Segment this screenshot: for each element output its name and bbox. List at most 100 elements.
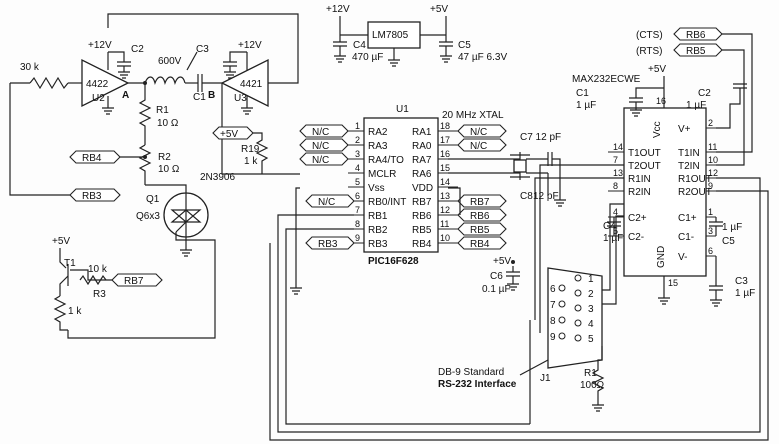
u1-pin-number: 14 [440, 177, 450, 187]
u1-pin-number: 3 [355, 149, 360, 159]
c1b-label: C1 [576, 88, 589, 99]
flag-rb3-pin9-text: RB3 [318, 239, 338, 250]
u1-pin-number: 16 [440, 149, 450, 159]
db9-pin-number: 4 [588, 319, 594, 330]
u1-pin-number: 18 [440, 121, 450, 131]
ground-regulator [388, 48, 400, 67]
t1-label: T1 [64, 258, 76, 269]
t1-emitter-wire [59, 248, 67, 269]
db9-pin-hole [574, 289, 582, 297]
max232-pin-number: 9 [708, 181, 713, 191]
capacitor-c4b [607, 217, 621, 236]
capacitor-c3b [709, 256, 723, 307]
u1-pin-name: RA0 [412, 141, 432, 152]
c3b-label: C3 [735, 276, 748, 287]
capacitor-c5b [709, 217, 723, 236]
db9-pin-hole [574, 274, 582, 282]
t1-supply: +5V [52, 236, 70, 247]
db9-pin-hole [558, 300, 566, 308]
q1-top-wire [145, 184, 187, 193]
max232-pin15: 15 [668, 278, 678, 288]
max232-pin-name: C1+ [678, 213, 697, 224]
r1out-wire [600, 177, 761, 433]
u1-pin-number: 5 [355, 177, 360, 187]
ground-c3a [224, 66, 236, 79]
max232-pin-name: C2+ [628, 213, 647, 224]
rb3-loop-wire [9, 83, 70, 196]
db9-pin-number: 7 [550, 300, 556, 311]
u1-pin-name: RA6 [412, 169, 432, 180]
max232-pin-name: T1OUT [628, 148, 661, 159]
db9-pin-number: 3 [588, 304, 594, 315]
capacitor-c4a [333, 41, 347, 63]
max232-vcc-label: Vcc [652, 121, 663, 138]
capacitor-c8-wire [526, 172, 549, 196]
flag-nc1 [299, 124, 349, 138]
c4b-value: 1 µF [603, 233, 623, 244]
flag-rb3-left [69, 188, 121, 202]
max232-pin-name: T1IN [678, 148, 700, 159]
u1-right-pins: 18RA117RA016RA715RA614VDD13RB712RB611RB5… [412, 121, 458, 250]
max232-pin-number: 14 [613, 142, 623, 152]
inductor-label: 600V [158, 56, 182, 67]
max232-title: MAX232ECWE [572, 74, 641, 85]
max232-pin-name: R1OUT [678, 174, 712, 185]
db9-pin9-wire [539, 164, 624, 333]
max232-pin-name: R1IN [628, 174, 651, 185]
u2-driver-symbol [81, 58, 130, 108]
u2-part: 4422 [86, 79, 109, 90]
u2-supply: +12V [88, 40, 112, 51]
max232-chip [623, 107, 707, 277]
u3-supply: +12V [238, 40, 262, 51]
capacitor-c3a [223, 61, 237, 67]
max232-vcc-wire [635, 76, 665, 108]
c3a-label: C3 [196, 44, 209, 55]
max232-pin-number: 10 [708, 155, 718, 165]
c6-value: 0.1 µF [482, 284, 511, 295]
resistor-30k-label: 30 k [20, 62, 40, 73]
r19-supply: +5V [220, 129, 238, 140]
u1-pin-number: 6 [355, 191, 360, 201]
c6-label: C6 [490, 271, 503, 282]
max232-pin-number: 2 [708, 118, 713, 128]
db9-pin-number: 8 [550, 316, 556, 327]
c5b-label: C5 [722, 236, 735, 247]
max232-pin-name: C2- [628, 232, 644, 243]
u1-pin-name: RB6 [412, 211, 432, 222]
c3b-value: 1 µF [735, 288, 755, 299]
c8-value: 12 pF [533, 191, 559, 202]
cts-wire [716, 33, 753, 153]
capacitor-c7 [526, 152, 561, 178]
u1-pin-number: 9 [355, 233, 360, 243]
u1-pin-number: 8 [355, 219, 360, 229]
u1-part: PIC16F628 [368, 256, 419, 267]
r3-label: R3 [93, 289, 106, 300]
flag-cts: (CTS) [636, 30, 663, 41]
c4a-value: 470 µF [352, 52, 383, 63]
resistor-30k [29, 76, 69, 90]
db9-pin-number: 6 [550, 284, 556, 295]
u3-driver-symbol [220, 58, 269, 108]
u1-pin-number: 4 [355, 163, 360, 173]
inductor-leader [186, 51, 198, 71]
max232-pin-name: V+ [678, 124, 691, 135]
flag-nc17 [457, 138, 507, 152]
r1-db-value: 100Ω [580, 380, 605, 391]
regulator-out-wire [420, 16, 447, 42]
regulator-in-supply: +12V [326, 4, 350, 15]
db9-pin-hole [558, 284, 566, 292]
vss-ground [290, 187, 302, 295]
ground-xtal [554, 178, 566, 207]
u1-pin-name: VDD [412, 183, 433, 194]
u1-pin-name: RB3 [368, 239, 388, 250]
r3-value: 10 k [88, 264, 108, 275]
u1-pin-name: RA4/TO [368, 155, 404, 166]
b-to-mclr-wire [221, 83, 300, 175]
c5b-value: 1 µF [722, 222, 742, 233]
db9-line2: RS-232 Interface [438, 379, 517, 390]
r19-label: R19 [241, 144, 260, 155]
u1-pin-name: RA7 [412, 155, 432, 166]
capacitor-c5a [439, 41, 453, 63]
max232-pin-number: 3 [708, 226, 713, 236]
